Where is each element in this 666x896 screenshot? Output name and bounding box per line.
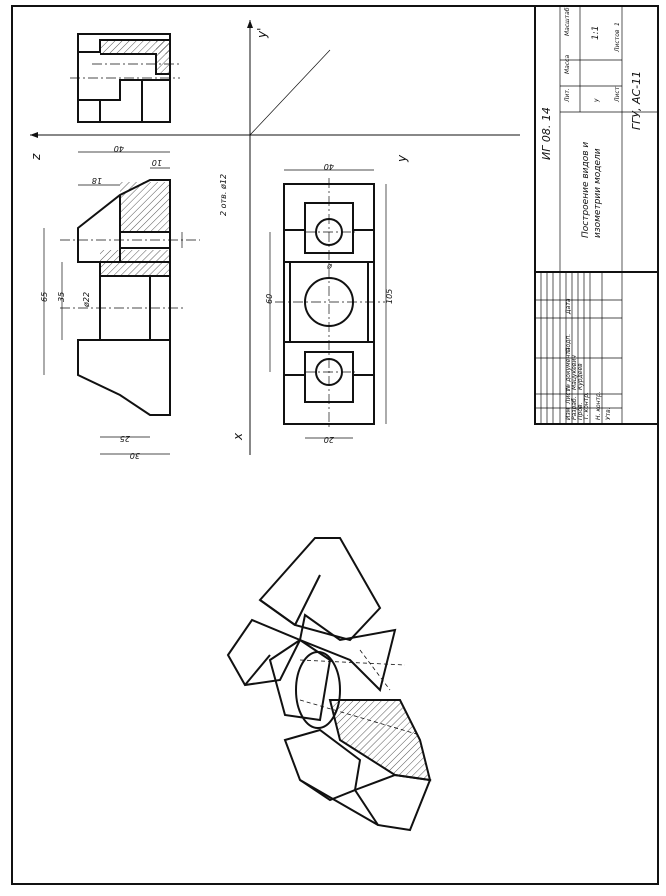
sheet-frame xyxy=(11,5,659,885)
sheets-label: Листов xyxy=(614,29,621,53)
drawing-code: ИГ 08. 14 xyxy=(540,107,553,160)
col-scale: Масштаб xyxy=(564,7,571,36)
sheet-label: Лист xyxy=(614,86,621,103)
dim-30: 30 xyxy=(130,451,140,460)
row-utv: Утв. xyxy=(605,407,612,420)
dim-center-dia: ø xyxy=(327,262,333,271)
dim-60: 60 xyxy=(265,294,274,304)
drawing-title-line2: изометрии модели xyxy=(593,148,603,238)
dim-18: 18 xyxy=(92,176,102,185)
row-razrab: Разраб. xyxy=(571,396,578,420)
dim-holes: 2 отв. ø12 xyxy=(219,174,228,216)
header-sign: Подп. xyxy=(565,334,572,352)
isometric-view xyxy=(226,537,432,832)
dim-20: 20 xyxy=(324,435,334,444)
lit-value: у xyxy=(593,98,600,103)
col-lit: Лит. xyxy=(564,88,571,103)
front-view: 40 10 18 2 отв. ø12 65 35 ø22 25 30 xyxy=(40,144,228,460)
dim-25: 25 xyxy=(120,434,130,443)
row-nkontr: Н. контр. xyxy=(595,391,602,420)
axis-label-y: y xyxy=(395,154,409,163)
dim-105: 105 xyxy=(385,289,394,304)
row-prov: Пров. xyxy=(577,402,584,420)
projection-axes: y' y z x xyxy=(29,20,520,455)
scale-value: 1:1 xyxy=(591,26,601,40)
col-mass: Масса xyxy=(564,55,571,74)
dim-10: 10 xyxy=(152,158,162,167)
sheets-value: 1 xyxy=(614,22,621,26)
name-prov: Курдеев xyxy=(577,363,584,390)
top-view: 40 60 105 20 ø xyxy=(265,162,394,444)
row-tkontr: Т. контр. xyxy=(583,392,590,420)
title-block: ИГ 08. 14 Построение видов и изометрии м… xyxy=(534,5,659,425)
drawing-title-line1: Построение видов и xyxy=(581,142,591,238)
name-razrab: Мацукевич xyxy=(571,355,578,390)
dim-22: ø22 xyxy=(82,292,91,308)
dim-40-top: 40 xyxy=(324,162,334,171)
header-doc: № документа xyxy=(565,347,572,391)
header-izm: Изм xyxy=(565,407,572,420)
header-list: Лист xyxy=(565,388,572,405)
axis-label-y-prime: y' xyxy=(255,28,269,39)
header-date: Дата xyxy=(565,298,572,315)
organization: ГГУ, АС-11 xyxy=(630,71,643,130)
dim-35: 35 xyxy=(57,292,66,302)
dim-40-front: 40 xyxy=(114,144,124,153)
axis-label-z: z xyxy=(29,153,43,161)
side-view xyxy=(70,33,180,123)
dim-65: 65 xyxy=(40,292,49,302)
axis-label-x: x xyxy=(231,432,245,441)
